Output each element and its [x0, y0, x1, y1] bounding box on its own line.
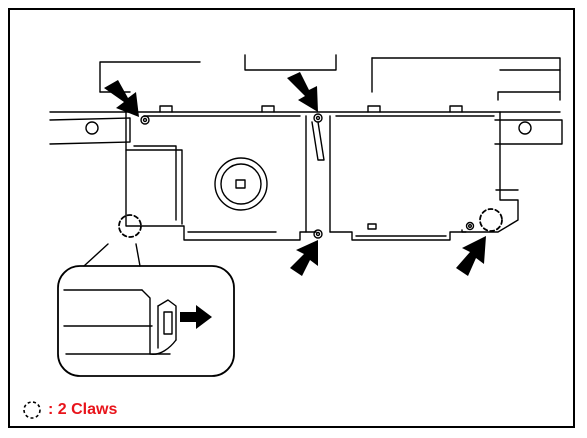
- left-bracket-hole: [85, 121, 99, 135]
- screw: [140, 115, 150, 125]
- claw-marker-right: [479, 208, 503, 232]
- round-knob: [214, 157, 268, 211]
- arrow-icon: [180, 305, 212, 329]
- arrow-icon: [290, 240, 318, 276]
- screw-arrows: [104, 72, 486, 329]
- arrow-icon: [456, 236, 486, 276]
- arrow-icon: [104, 80, 139, 117]
- bracket-plate: [125, 105, 519, 241]
- screw: [313, 229, 323, 239]
- legend: : 2 Claws: [22, 398, 117, 422]
- screw: [465, 221, 475, 231]
- claw-marker-left: [118, 214, 142, 238]
- arrow-icon: [287, 72, 318, 112]
- legend-label: : 2 Claws: [48, 401, 118, 418]
- right-bracket-hole: [518, 121, 532, 135]
- screw: [313, 113, 323, 123]
- chassis-outline: [49, 54, 563, 145]
- dashed-circle-icon: [23, 401, 41, 419]
- claw-detail-inset: [57, 243, 235, 377]
